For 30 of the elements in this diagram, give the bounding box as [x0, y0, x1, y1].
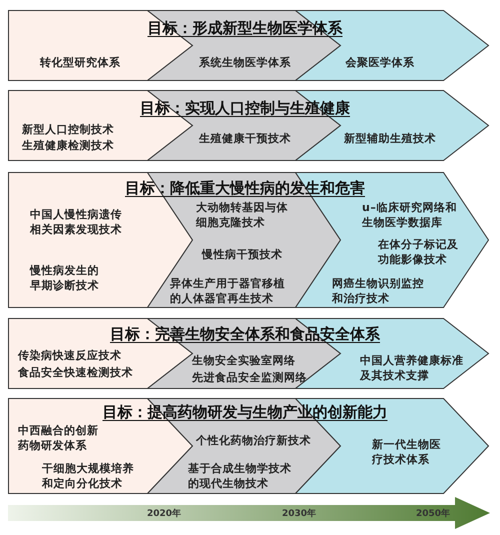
technology-label: 传染病快速反应技术 — [18, 348, 122, 363]
technology-label: 生物安全实验室网络 — [192, 353, 296, 368]
technology-label: 中国人慢性病遗传相关因素发现技术 — [30, 207, 123, 237]
technology-label: 大动物转基因与体细胞克隆技术 — [196, 200, 289, 230]
technology-label: u–临床研究网络和生物医学数据库 — [362, 200, 458, 230]
technology-label: 中国人营养健康标准及其技术支撑 — [360, 353, 464, 383]
technology-label: 慢性病发生的早期诊断技术 — [30, 263, 100, 293]
technology-label: 个性化药物治疗新技术 — [196, 433, 312, 448]
technology-label: 新型人口控制技术 — [22, 122, 115, 137]
technology-label: 系统生物医学体系 — [198, 55, 292, 70]
technology-label: 基于合成生物学技术的现代生物技术 — [188, 461, 292, 491]
goal-heading: 目标：降低重大慢性病的发生和危害 — [125, 178, 365, 198]
technology-label: 生殖健康检测技术 — [22, 138, 115, 153]
technology-label: 异体生产用于器官移植的人体器官再生技术 — [170, 276, 286, 306]
year-label: 2050年 — [416, 508, 450, 520]
technology-label: 中西融合的创新药物研发体系 — [18, 423, 100, 453]
technology-label: 食品安全快速检测技术 — [18, 365, 134, 380]
technology-label: 新一代生物医疗技术体系 — [372, 437, 442, 467]
technology-label: 生殖健康干预技术 — [198, 131, 292, 146]
year-label: 2020年 — [147, 508, 182, 520]
technology-label: 在体分子标记及功能影像技术 — [378, 237, 460, 267]
technology-label: 慢性病干预技术 — [202, 247, 284, 262]
technology-label: 新型辅助生殖技术 — [343, 131, 437, 146]
technology-label: 干细胞大规模培养和定向分化技术 — [42, 461, 134, 491]
technology-label: 转化型研究体系 — [38, 55, 122, 70]
technology-label: 会聚医学体系 — [344, 55, 416, 70]
goal-heading: 目标：实现人口控制与生殖健康 — [140, 98, 350, 118]
technology-label: 先进食品安全监测网络 — [192, 370, 308, 385]
technology-label: 网癌生物识别监控和治疗技术 — [332, 276, 424, 306]
year-label: 2030年 — [282, 508, 316, 520]
